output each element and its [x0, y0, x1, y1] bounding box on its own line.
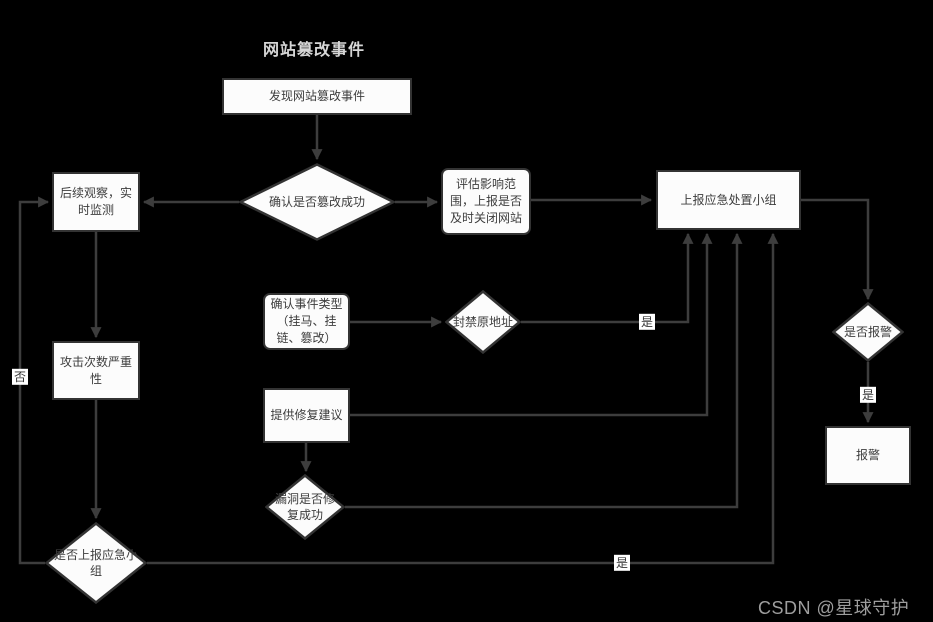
edge-vuln-fixed-to-report-group: [345, 232, 743, 509]
node-follow-up-observe: 后续观察，实时监测: [52, 172, 140, 232]
decision-call-police: 是否报警: [832, 302, 904, 362]
edge-repair-advice-to-report-group: [350, 232, 713, 417]
diamond-shape: [265, 474, 345, 540]
diagram-title: 网站篡改事件: [263, 42, 366, 59]
node-label: 攻击次数严重性: [59, 354, 132, 386]
node-label: 是否报警: [843, 324, 892, 339]
edge-report-team-yes-to-report-group: [147, 232, 779, 565]
edge-label-ban-yes: 是: [638, 313, 656, 331]
csdn-watermark: CSDN @星球守护: [758, 598, 910, 618]
decision-vuln-fixed: 漏洞是否修复成功: [265, 474, 345, 540]
node-discover-incident: 发现网站篡改事件: [222, 78, 412, 115]
node-label: 确认事件类型（挂马、挂链、篡改）: [270, 297, 343, 345]
decision-ban-original-address: 封禁原地址: [445, 290, 521, 354]
edge-label-alarm-yes: 是: [859, 386, 877, 404]
decision-report-emergency-team: 是否上报应急小组: [45, 522, 147, 604]
edge-label-report-team-yes: 是: [613, 554, 631, 572]
node-report-response-group: 上报应急处置小组: [656, 170, 801, 230]
node-label: 确认是否篡改成功: [268, 194, 365, 209]
node-repair-advice: 提供修复建议: [263, 388, 350, 443]
edge-report-group-to-alarm-decision: [801, 198, 874, 301]
diamond-shape: [45, 522, 147, 604]
diamond-shape: [832, 302, 904, 362]
edge-ban-address-yes-to-report-group: [521, 232, 694, 324]
diamond-shape: [445, 290, 521, 354]
node-attack-severity: 攻击次数严重性: [52, 341, 140, 400]
node-alarm: 报警: [825, 426, 911, 485]
node-assess-impact: 评估影响范围，上报是否及时关闭网站: [441, 168, 531, 235]
node-label: 评估影响范围，上报是否及时关闭网站: [449, 177, 522, 225]
node-label: 后续观察，实时监测: [59, 186, 132, 217]
node-label: 发现网站篡改事件: [268, 89, 365, 104]
edge-label-report-team-no: 否: [11, 368, 29, 386]
node-label: 上报应急处置小组: [680, 192, 777, 207]
node-label: 提供修复建议: [270, 408, 343, 423]
diamond-shape: [239, 163, 395, 241]
node-confirm-event-type: 确认事件类型（挂马、挂链、篡改）: [263, 293, 350, 350]
node-label: 封禁原地址: [452, 314, 513, 329]
node-label: 漏洞是否修复成功: [274, 491, 335, 522]
decision-confirm-tamper-success: 确认是否篡改成功: [239, 163, 395, 241]
node-label: 是否上报应急小组: [53, 547, 138, 578]
node-label: 报警: [855, 448, 880, 463]
